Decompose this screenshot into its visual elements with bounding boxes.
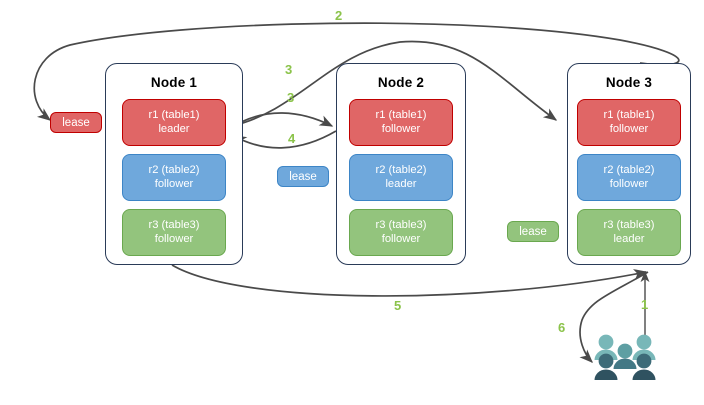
node-2-title: Node 2 [377, 75, 425, 90]
replica-role: leader [158, 122, 190, 135]
lease-badge-green[interactable]: lease [507, 221, 559, 242]
replica-name: r1 (table1) [148, 109, 200, 121]
replica-role: leader [385, 177, 417, 190]
step-label-6: 6 [558, 320, 566, 335]
users-icon [594, 334, 656, 380]
node-3-container[interactable]: Node 3 r1 (table1) follower r2 (table2) … [567, 63, 691, 265]
replica-name: r3 (table3) [148, 219, 200, 231]
replica-role: follower [154, 232, 194, 245]
replica-name: r1 (table1) [603, 109, 655, 121]
replica-name: r2 (table2) [603, 164, 655, 176]
node-1-replica-r3[interactable]: r3 (table3) follower [122, 209, 226, 256]
replica-role: leader [613, 232, 645, 245]
node-2-replica-r1[interactable]: r1 (table1) follower [349, 99, 453, 146]
node-1-title: Node 1 [150, 75, 198, 90]
replica-role: follower [381, 122, 421, 135]
arrow-step-3-short [231, 112, 334, 128]
step-label-4: 4 [288, 131, 296, 146]
replica-role: follower [154, 177, 194, 190]
node-2-replica-r2[interactable]: r2 (table2) leader [349, 154, 453, 201]
node-3-title: Node 3 [605, 75, 653, 90]
replica-role: follower [609, 122, 649, 135]
step-label-3b: 3 [287, 90, 295, 105]
step-label-5: 5 [394, 298, 402, 313]
replica-role: follower [381, 232, 421, 245]
step-label-2: 2 [335, 8, 343, 23]
replica-name: r2 (table2) [148, 164, 200, 176]
lease-badge-red[interactable]: lease [50, 112, 102, 133]
arrow-step-5 [171, 264, 648, 297]
node-1-replica-r1[interactable]: r1 (table1) leader [122, 99, 226, 146]
node-2-replica-r3[interactable]: r3 (table3) follower [349, 209, 453, 256]
arrow-step-4 [232, 130, 337, 149]
replica-name: r3 (table3) [603, 219, 655, 231]
node-1-replica-r2[interactable]: r2 (table2) follower [122, 154, 226, 201]
node-3-replica-r1[interactable]: r1 (table1) follower [577, 99, 681, 146]
replica-name: r2 (table2) [375, 164, 427, 176]
node-1-container[interactable]: Node 1 r1 (table1) leader r2 (table2) fo… [105, 63, 243, 265]
step-label-1: 1 [641, 297, 649, 312]
replica-name: r1 (table1) [375, 109, 427, 121]
step-label-3a: 3 [285, 62, 293, 77]
node-3-replica-r2[interactable]: r2 (table2) follower [577, 154, 681, 201]
lease-badge-blue[interactable]: lease [277, 166, 329, 187]
replica-role: follower [609, 177, 649, 190]
node-3-replica-r3[interactable]: r3 (table3) leader [577, 209, 681, 256]
node-2-container[interactable]: Node 2 r1 (table1) follower r2 (table2) … [336, 63, 466, 265]
replica-name: r3 (table3) [375, 219, 427, 231]
